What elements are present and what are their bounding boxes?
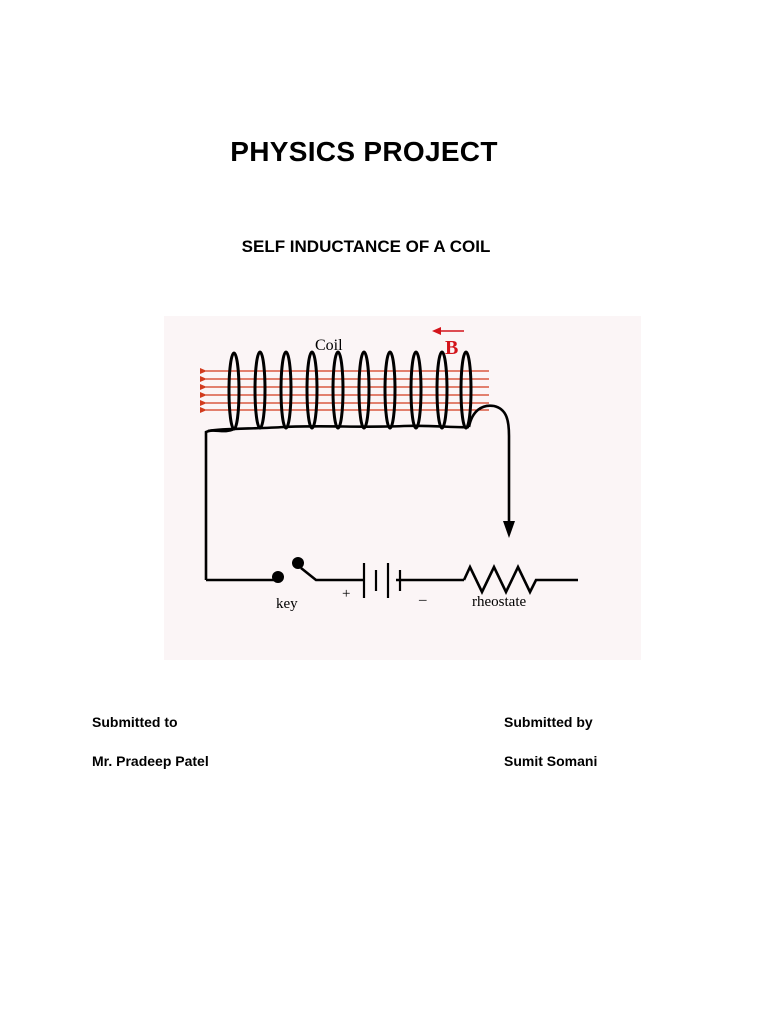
rheostate-label: rheostate — [472, 594, 526, 610]
key-contact — [292, 557, 304, 569]
submitted-to-label: Submitted to — [92, 714, 178, 730]
coil-label: Coil — [315, 337, 343, 354]
rheostat-zigzag — [462, 563, 578, 596]
key-contact — [272, 571, 284, 583]
coil-turn — [305, 350, 319, 430]
coil-turn — [331, 350, 345, 430]
coil-turn — [459, 350, 473, 430]
coil-base-wire — [207, 424, 470, 433]
circuit-diagram: Coil B key + – rheostate — [200, 327, 578, 612]
battery-plus-label: + — [342, 586, 350, 602]
coil-turn — [253, 350, 267, 430]
circuit-figure: Coil B key + – rheostate — [164, 316, 641, 660]
coil-turn — [279, 350, 293, 430]
document-title: PHYSICS PROJECT — [230, 136, 498, 167]
field-lines — [200, 368, 489, 413]
field-direction-arrow — [432, 327, 464, 335]
document-subtitle: SELF INDUCTANCE OF A COIL — [241, 237, 491, 256]
field-label: B — [445, 337, 458, 359]
coil-turn — [435, 350, 449, 430]
coil-turn — [409, 350, 423, 430]
coil-turn — [383, 350, 397, 430]
left-wire — [204, 427, 235, 580]
right-wire — [467, 404, 511, 521]
key-lever — [300, 566, 364, 582]
submitted-by-name: Sumit Somani — [504, 753, 598, 769]
submitted-to-name: Mr. Pradeep Patel — [92, 753, 209, 769]
coil-turn — [227, 351, 241, 431]
battery-minus-label: – — [418, 592, 427, 608]
battery — [362, 563, 402, 598]
rheostat-slider-arrow — [503, 521, 515, 538]
submitted-by-label: Submitted by — [504, 714, 593, 730]
coil-turn — [357, 350, 371, 430]
coil-turns — [227, 350, 473, 431]
key-label: key — [276, 596, 298, 612]
circuit-wires — [204, 404, 578, 596]
